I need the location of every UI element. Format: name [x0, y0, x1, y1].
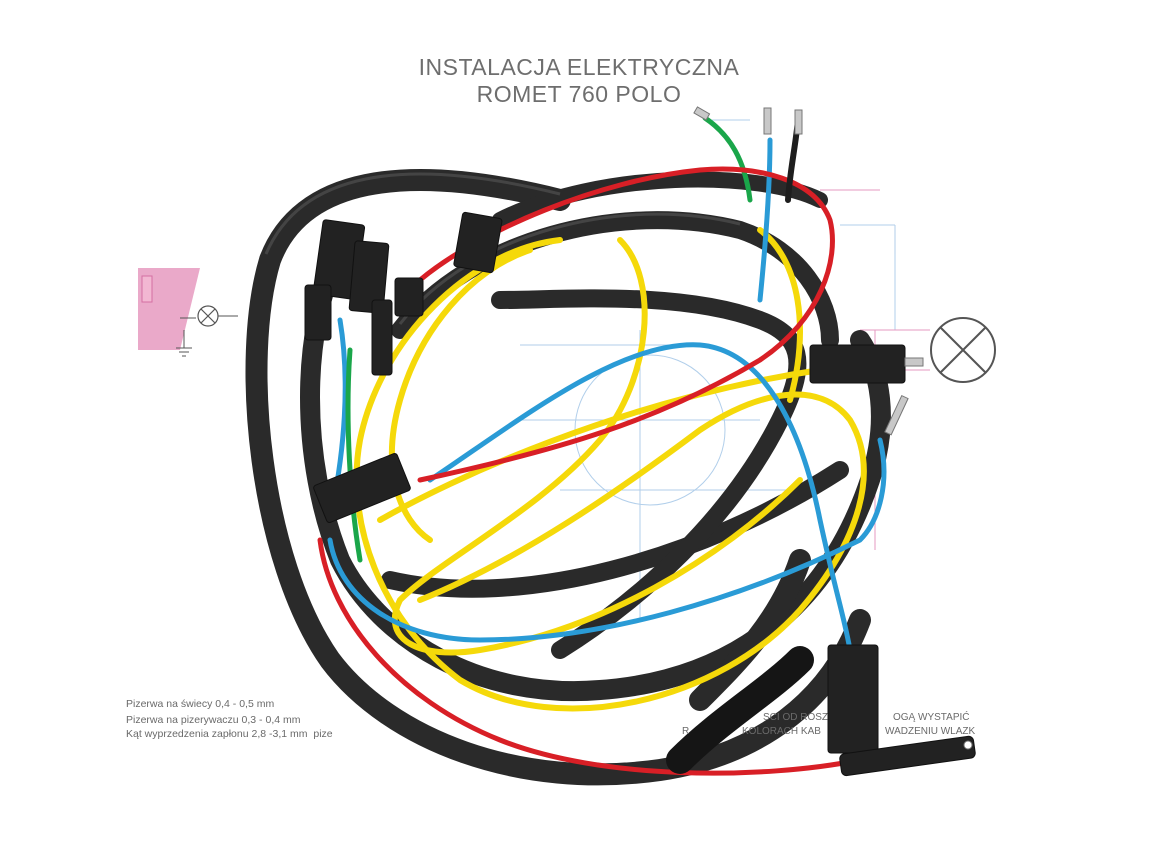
sheet-note: Pizerwa na pizerywaczu 0,3 - 0,4 mm	[126, 714, 301, 726]
green-wire	[345, 115, 753, 563]
diagram-component-pink	[138, 268, 200, 350]
electrical-tape-wrap	[666, 646, 814, 774]
wire-terminals-top	[693, 106, 803, 135]
warning-fragment: OGĄ WYSTAPIĆ	[893, 712, 970, 723]
sheet-title-line2: ROMET 760 POLO	[476, 81, 682, 107]
black-connectors	[304, 211, 976, 777]
sheet-note: Kąt wyprzedzenia zapłonu 2,8 -3,1 mm piz…	[126, 728, 333, 740]
bulb-cross-icon	[197, 305, 238, 327]
sheet-note: Pizerwa na świecy 0,4 - 0,5 mm	[126, 698, 275, 710]
black-sheath-highlights	[264, 172, 741, 325]
connector-pin-right	[884, 357, 973, 750]
red-wire	[317, 166, 863, 776]
sheet-note-tail: pize	[313, 728, 333, 740]
ground-icon	[176, 330, 192, 357]
yellow-wires	[353, 227, 867, 712]
warning-fragment: KOLORACH KAB	[742, 726, 821, 737]
bulb-cross-icon	[930, 317, 996, 383]
sheet-note-text: Kąt wyprzedzenia zapłonu 2,8 -3,1 mm	[126, 728, 308, 740]
warning-fragment: SCI OD ROSZ	[763, 712, 829, 723]
warning-fragment: R	[682, 726, 690, 737]
sheet-title-line1: INSTALACJA ELEKTRYCZNA	[418, 54, 740, 80]
warning-fragment: WADZENIU WLAZK	[885, 726, 976, 737]
